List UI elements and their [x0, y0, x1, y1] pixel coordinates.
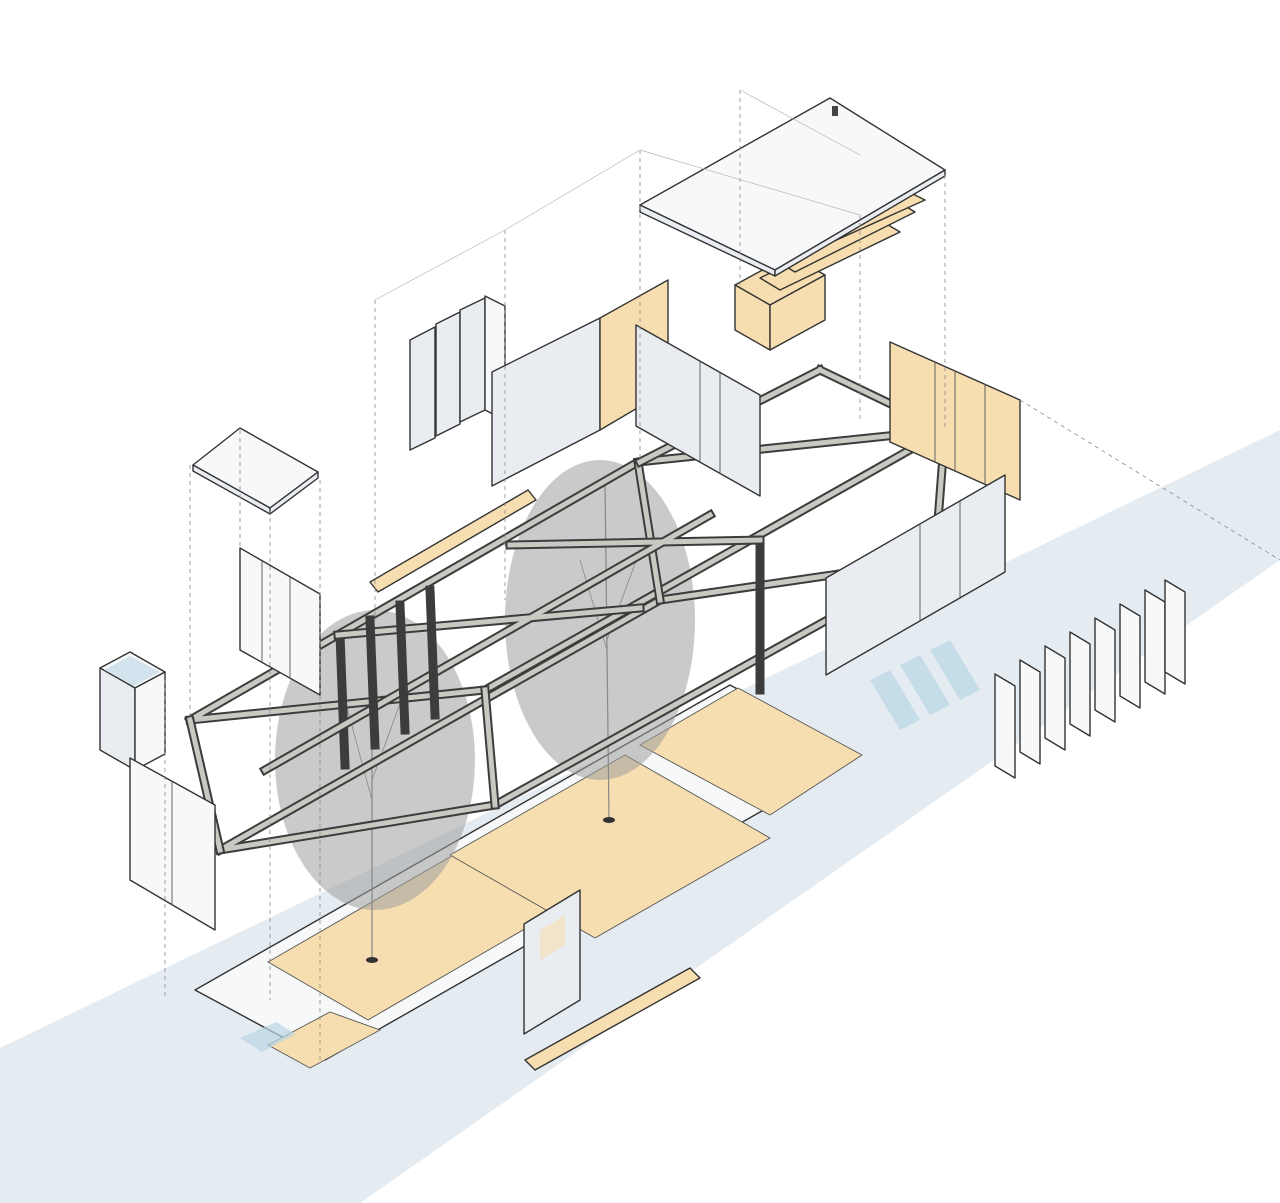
- glass-fins: [409, 295, 506, 451]
- fin-shadows: [870, 640, 980, 730]
- frame-mullions: [365, 585, 440, 750]
- left-cabinet: [99, 651, 166, 771]
- tree-right-base: [603, 817, 615, 823]
- white-fin-row: [994, 579, 1186, 779]
- projection-lines: [164, 90, 1280, 1060]
- roof-drain-icon: [832, 106, 838, 116]
- upper-panels: [409, 97, 1021, 676]
- ramp-shadow: [240, 1022, 296, 1052]
- floating-boards: [369, 489, 701, 1071]
- front-glass-door: [523, 889, 581, 1035]
- right-glass-wall: [825, 474, 1006, 676]
- left-end-elements: [99, 427, 321, 931]
- street-fins: [870, 579, 1186, 779]
- left-roof-slab: [192, 427, 319, 515]
- central-glass-wall: [491, 279, 761, 497]
- tree-left-base: [366, 957, 378, 963]
- left-upper-wall-panel: [239, 547, 321, 696]
- ghost-guides: [374, 89, 861, 301]
- entry-ramp: [267, 1011, 382, 1069]
- right-timber-wall: [889, 341, 1021, 501]
- timber-deck-rear: [639, 687, 863, 816]
- roof-canopy: [639, 97, 946, 277]
- loose-board-bottom: [524, 967, 701, 1071]
- ground-deck: [194, 684, 863, 1069]
- left-lower-wall-panel: [129, 757, 216, 931]
